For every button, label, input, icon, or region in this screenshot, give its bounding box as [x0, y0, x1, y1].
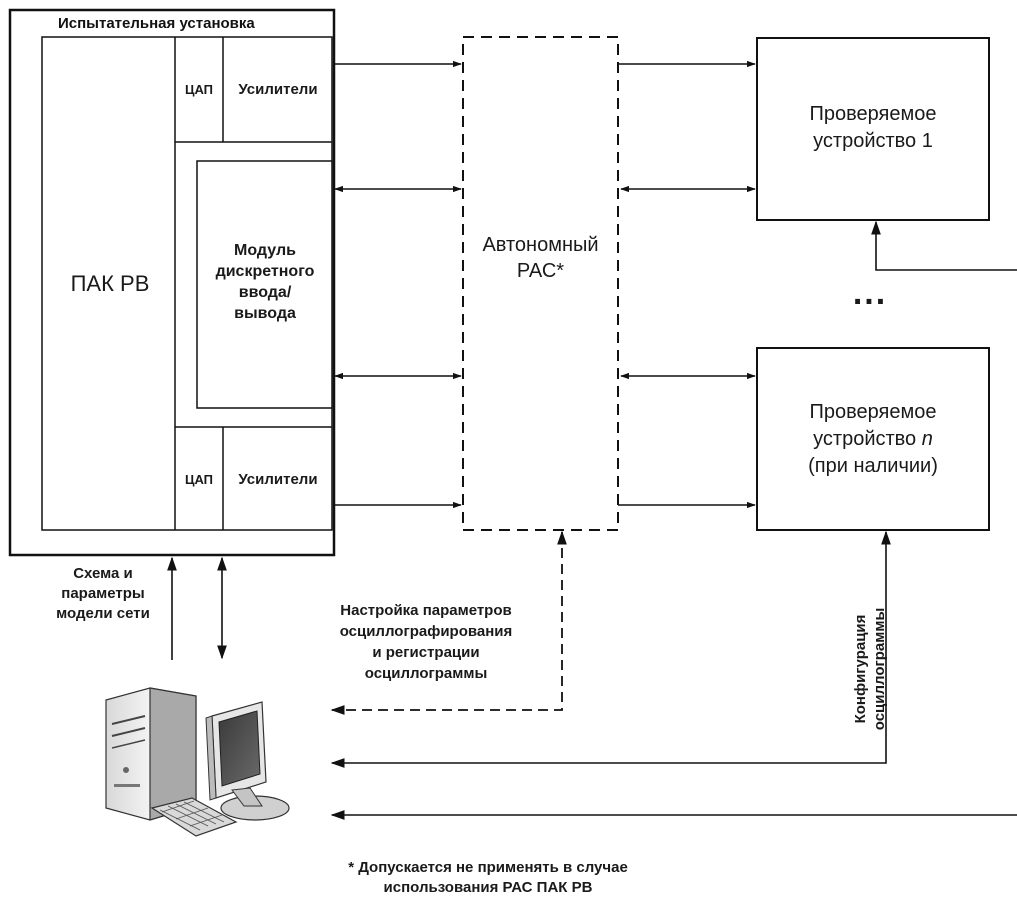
footnote-line-2: использования РАС ПАК РВ — [383, 879, 593, 896]
dio-module-line-4: вывода — [234, 305, 296, 322]
device-n-variable: n — [921, 428, 933, 450]
dio-module-line-1: Модуль — [234, 242, 296, 259]
dio-module-line-3: ввода/ — [238, 284, 292, 301]
footnote: * Допускается не применять в случае испо… — [318, 858, 658, 898]
arrow-into-device1 — [871, 220, 1017, 271]
test-setup-title: Испытательная установка — [58, 15, 255, 32]
oscillography-line-1: Настройка параметров — [340, 602, 512, 619]
dio-module-line-2: дискретного — [215, 263, 315, 280]
device-n-line-2-text: устройство — [813, 428, 922, 450]
oscillogram-config-annotation: Конфигурация осциллограммы — [851, 594, 889, 744]
standalone-recorder-block — [462, 36, 619, 531]
desktop-computer-icon — [105, 687, 290, 837]
device-1-label: Проверяемое устройство 1 — [759, 101, 987, 155]
oscillogram-config-line-2: осциллограммы — [871, 607, 888, 731]
test-setup-block — [8, 8, 336, 557]
dac-label-top: ЦАП — [184, 82, 214, 97]
standalone-recorder-label: Автономный РАС* — [465, 232, 616, 284]
network-model-line-2: параметры — [61, 585, 145, 602]
amplifiers-label-top: Усилители — [238, 81, 318, 98]
recorder-line-2: РАС* — [516, 260, 565, 282]
oscillography-line-4: осциллограммы — [364, 665, 488, 682]
arrow-oscillogram-config — [330, 530, 891, 768]
device-1-line-1: Проверяемое — [809, 103, 937, 125]
device-1-block — [756, 37, 990, 221]
device-n-line-3: (при наличии) — [808, 455, 938, 477]
device-n-line-2: устройство n — [759, 426, 987, 453]
pak-rv-label: ПАК РВ — [70, 271, 150, 296]
device-n-label: Проверяемое устройство n (при наличии) — [759, 399, 987, 480]
devices-ellipsis: ... — [852, 274, 888, 312]
amplifiers-label-bottom: Усилители — [238, 471, 318, 488]
oscillography-setup-annotation: Настройка параметров осциллографирования… — [316, 600, 536, 684]
oscillogram-config-line-1: Конфигурация — [852, 614, 869, 724]
recorder-line-1: Автономный — [482, 234, 599, 256]
dio-module-label: Модуль дискретного ввода/ вывода — [200, 240, 330, 324]
oscillography-line-2: осциллографирования — [339, 623, 513, 640]
device-n-block — [756, 347, 990, 531]
network-model-annotation: Схема и параметры модели сети — [48, 564, 158, 624]
device-n-line-1: Проверяемое — [809, 401, 937, 423]
network-model-line-3: модели сети — [56, 605, 150, 622]
footnote-line-1: * Допускается не применять в случае — [348, 859, 628, 876]
device-1-line-2: устройство 1 — [813, 130, 933, 152]
oscillography-line-3: и регистрации — [372, 644, 480, 661]
dac-label-bottom: ЦАП — [184, 472, 214, 487]
network-model-line-1: Схема и — [73, 565, 133, 582]
